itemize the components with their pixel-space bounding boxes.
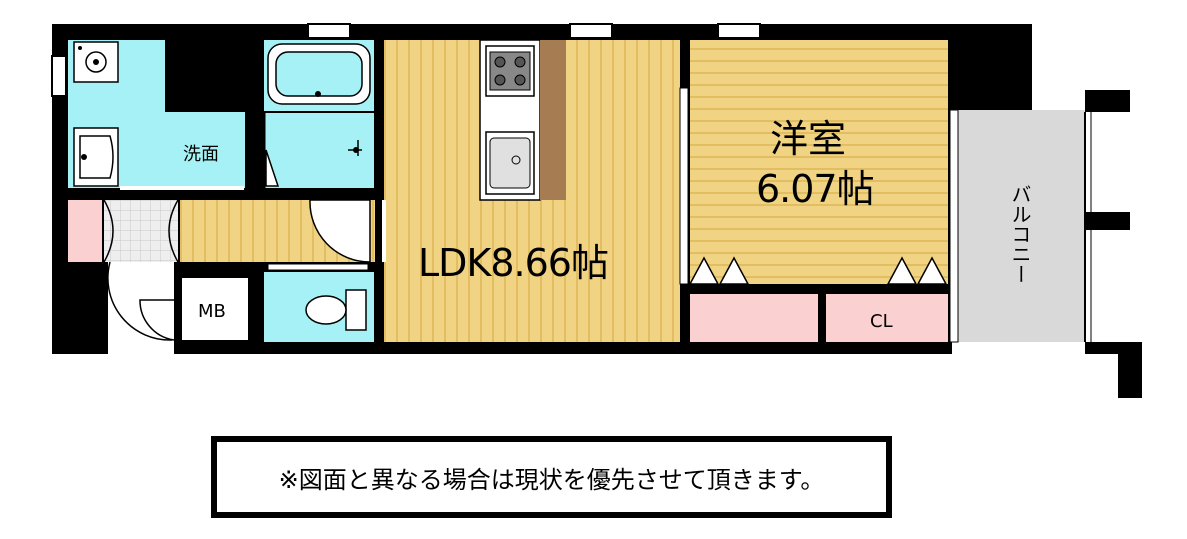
meter-box-area [182,278,248,340]
room-label-balcony: バルコニー [1008,184,1032,284]
washing-machine-icon [73,41,119,83]
room-label-western-room: 洋室 [770,117,847,161]
disclaimer-box: ※図面と異なる場合は現状を優先させて頂きます。 [211,436,892,518]
kitchen-sink-icon [485,131,535,195]
room-label-washroom: 洗面 [183,144,219,165]
closet-area [690,294,948,342]
shower-icon [348,140,362,156]
hallway-area [180,199,375,263]
western-room-area [679,40,948,285]
room-label-closet: CL [870,311,893,332]
washbasin-icon [73,127,119,187]
entrance-area [68,199,179,341]
disclaimer-text: ※図面と異なる場合は現状を優先させて頂きます。 [278,465,825,494]
balcony-area [949,109,1092,343]
bathtub-icon [267,43,371,105]
room-label-western-room-size: 6.07帖 [756,167,875,211]
windows [51,23,761,97]
room-label-meter-box: MB [198,301,226,322]
stove-icon [485,45,535,97]
toilet-icon [305,289,367,331]
room-label-ldk: LDK8.66帖 [418,241,609,285]
